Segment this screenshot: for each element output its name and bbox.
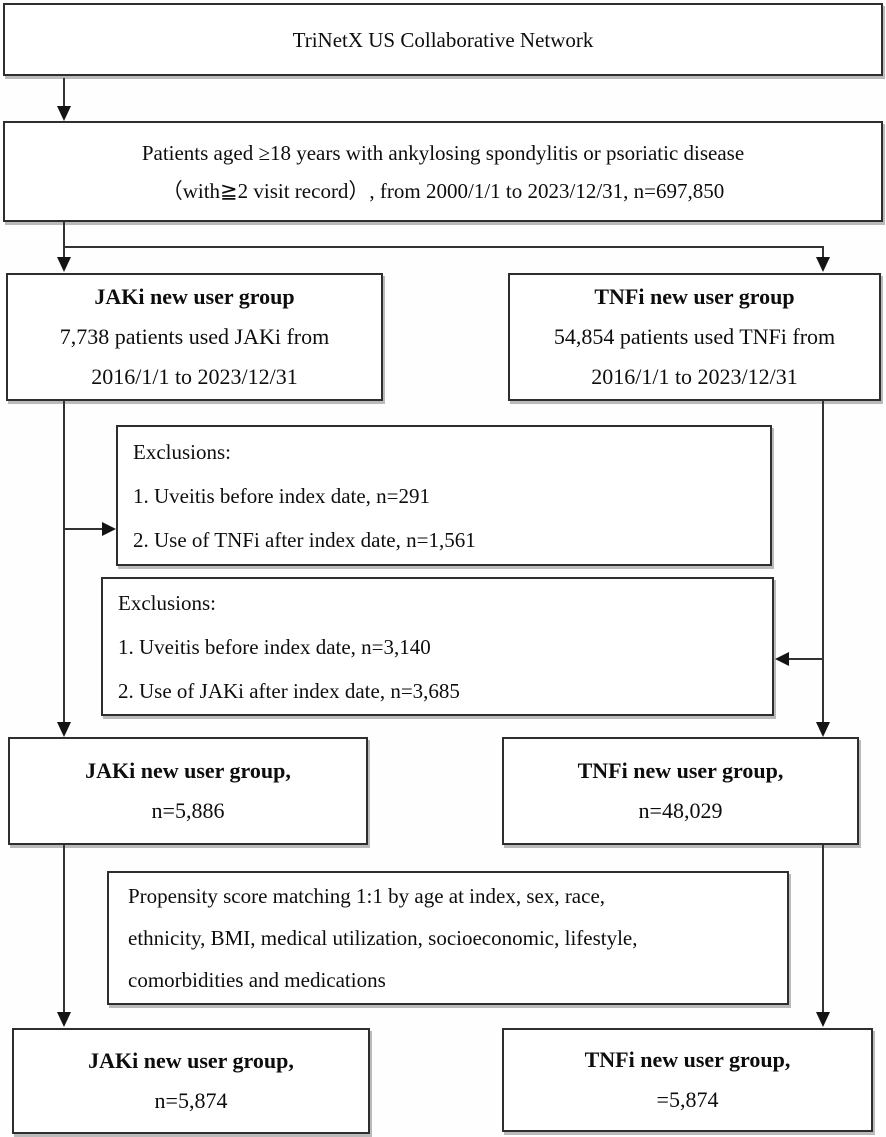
arrow-to-jaki-post-exclusion-head [57, 722, 71, 737]
jaki-exclusions-heading: Exclusions: [133, 439, 231, 464]
branch-horizontal-line [63, 246, 824, 248]
arrow-jaki-exclusions-head [102, 522, 116, 536]
arrow-network-to-eligibility-head [57, 106, 71, 121]
arrow-to-jaki-matched-head [57, 1012, 71, 1027]
jaki-arm-line [63, 401, 65, 722]
jaki-matched-title: JAKi new user group, [88, 1048, 294, 1073]
tnfi-initial-box: TNFi new user group 54,854 patients used… [508, 273, 881, 401]
arrow-to-tnfi-matched-head [816, 1012, 830, 1027]
arrow-tnfi-exclusions-line [789, 658, 823, 660]
arrow-to-tnfi-initial-head [816, 257, 830, 272]
jaki-initial-detail1: 7,738 patients used JAKi from [59, 324, 330, 349]
jaki-matched-box: JAKi new user group, n=5,874 [12, 1028, 370, 1134]
jaki-post-exclusion-box: JAKi new user group, n=5,886 [8, 737, 368, 845]
arrow-jaki-exclusions-line [64, 528, 102, 530]
propensity-matching-box: Propensity score matching 1:1 by age at … [107, 871, 789, 1005]
jaki-exclusions-box: Exclusions: 1. Uveitis before index date… [116, 425, 772, 566]
tnfi-initial-detail1: 54,854 patients used TNFi from [553, 324, 836, 349]
jaki-post-exclusion-title: JAKi new user group, [85, 758, 291, 783]
propensity-line1: Propensity score matching 1:1 by age at … [128, 884, 606, 908]
propensity-line2: ethnicity, BMI, medical utilization, soc… [128, 926, 638, 950]
tnfi-initial-detail2: 2016/1/1 to 2023/12/31 [591, 364, 798, 389]
arrow-network-to-eligibility-line [63, 78, 65, 107]
eligibility-box: Patients aged ≥18 years with ankylosing … [3, 121, 883, 222]
jaki-initial-detail2: 2016/1/1 to 2023/12/31 [91, 364, 298, 389]
tnfi-matched-box: TNFi new user group, =5,874 [502, 1028, 873, 1132]
propensity-line3: comorbidities and medications [128, 968, 386, 992]
tnfi-post-exclusion-title: TNFi new user group, [577, 758, 784, 783]
tnfi-matching-line [822, 845, 824, 1013]
jaki-exclusions-item2: 2. Use of TNFi after index date, n=1,561 [133, 527, 476, 552]
tnfi-exclusions-heading: Exclusions: [118, 590, 216, 615]
arrow-to-tnfi-post-exclusion-head [816, 722, 830, 737]
network-box-text: TriNetX US Collaborative Network [292, 27, 594, 52]
tnfi-post-exclusion-count: n=48,029 [638, 798, 723, 823]
tnfi-initial-title: TNFi new user group [594, 284, 795, 309]
branch-right-stem-line [822, 246, 824, 258]
arrow-tnfi-exclusions-head [775, 652, 789, 666]
tnfi-post-exclusion-box: TNFi new user group, n=48,029 [502, 737, 859, 845]
eligibility-line2: （with≧2 visit record）, from 2000/1/1 to … [161, 178, 725, 203]
jaki-post-exclusion-count: n=5,886 [151, 798, 225, 823]
jaki-exclusions-item1: 1. Uveitis before index date, n=291 [133, 483, 431, 508]
tnfi-exclusions-item1: 1. Uveitis before index date, n=3,140 [118, 634, 431, 659]
branch-left-stem-line [63, 222, 65, 258]
eligibility-line1: Patients aged ≥18 years with ankylosing … [141, 140, 745, 165]
tnfi-matched-count: =5,874 [656, 1087, 719, 1112]
tnfi-exclusions-item2: 2. Use of JAKi after index date, n=3,685 [118, 678, 460, 703]
jaki-initial-box: JAKi new user group 7,738 patients used … [6, 273, 383, 401]
jaki-matching-line [63, 845, 65, 1013]
jaki-matched-count: n=5,874 [154, 1088, 228, 1113]
arrow-to-jaki-initial-head [57, 257, 71, 272]
tnfi-matched-title: TNFi new user group, [584, 1047, 791, 1072]
jaki-initial-title: JAKi new user group [94, 284, 295, 309]
tnfi-arm-line [822, 401, 824, 722]
tnfi-exclusions-box: Exclusions: 1. Uveitis before index date… [101, 577, 774, 716]
network-box: TriNetX US Collaborative Network [3, 3, 883, 76]
